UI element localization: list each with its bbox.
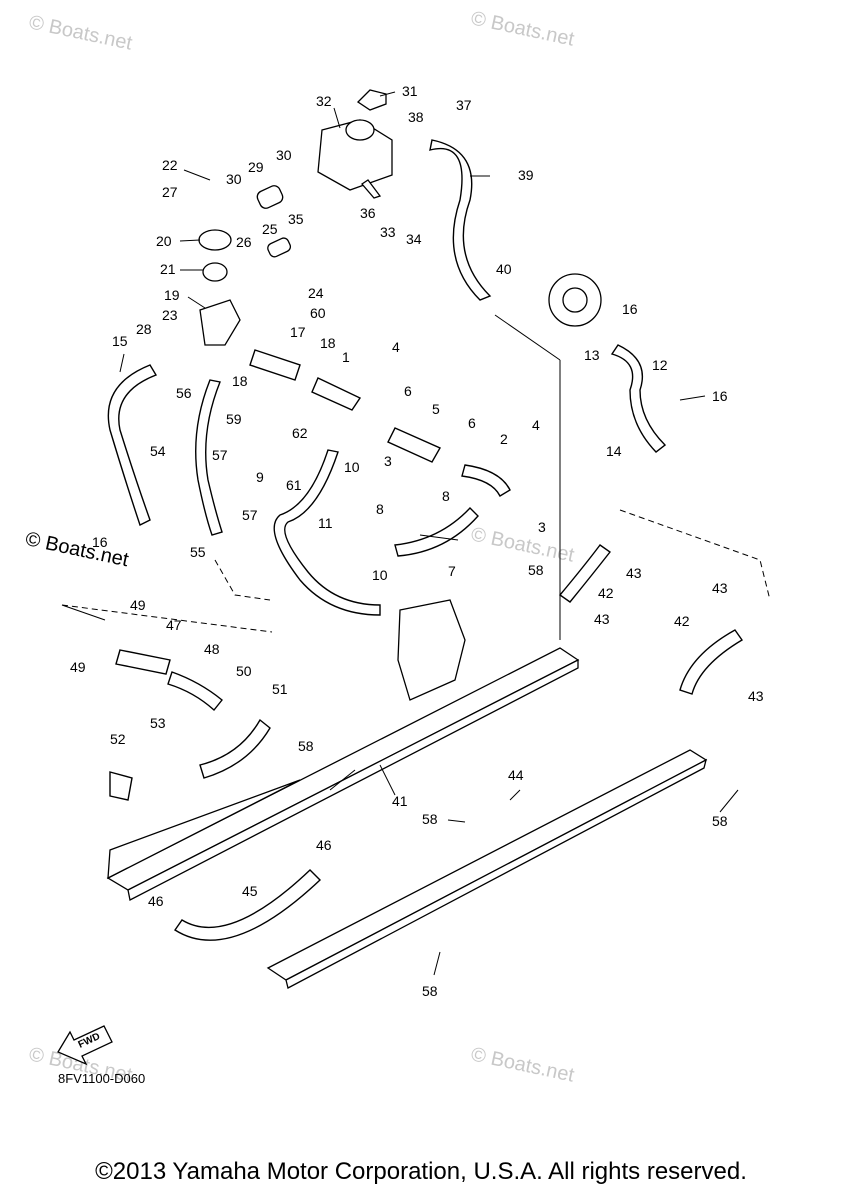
callout-56: 56: [176, 385, 192, 401]
watermark-top-left: © Boats.net: [27, 11, 135, 54]
callout-4-b: 4: [532, 417, 540, 433]
callout-6-a: 6: [404, 383, 412, 399]
callout-3-b: 3: [538, 519, 546, 535]
callout-59: 59: [226, 411, 242, 427]
callout-13: 13: [584, 347, 600, 363]
callout-43-c: 43: [594, 611, 610, 627]
callout-57-b: 57: [242, 507, 258, 523]
callout-20: 20: [156, 233, 172, 249]
callout-42-a: 42: [598, 585, 614, 601]
callout-16-a: 16: [622, 301, 638, 317]
callout-43-d: 43: [748, 688, 764, 704]
callout-11: 11: [318, 515, 333, 531]
callout-28: 28: [136, 321, 152, 337]
callout-58-e: 58: [422, 983, 438, 999]
callout-32: 32: [316, 93, 332, 109]
callout-53: 53: [150, 715, 166, 731]
callout-1: 1: [342, 349, 350, 365]
callout-7: 7: [448, 563, 456, 579]
callout-labels: 31 32 38 37 30 22 29 30 39 27 36 33 34 3…: [70, 83, 764, 999]
callout-26: 26: [236, 234, 252, 250]
callout-29: 29: [248, 159, 264, 175]
callout-47: 47: [166, 617, 182, 633]
callout-51: 51: [272, 681, 288, 697]
callout-24: 24: [308, 285, 324, 301]
callout-25: 25: [262, 221, 278, 237]
callout-40: 40: [496, 261, 512, 277]
callout-44: 44: [508, 767, 524, 783]
callout-6-b: 6: [468, 415, 476, 431]
watermark-bottom-right: © Boats.net: [469, 1043, 577, 1086]
callout-58-b: 58: [298, 738, 314, 754]
guide-lines: [61, 314, 771, 640]
watermark-top-right: © Boats.net: [469, 7, 577, 50]
callout-50: 50: [236, 663, 252, 679]
callout-8-a: 8: [442, 488, 450, 504]
callout-35: 35: [288, 211, 304, 227]
callout-19: 19: [164, 287, 180, 303]
callout-58-c: 58: [422, 811, 438, 827]
callout-58-a: 58: [528, 562, 544, 578]
callout-61: 61: [286, 477, 302, 493]
callout-42-b: 42: [674, 613, 690, 629]
callout-48: 48: [204, 641, 220, 657]
callout-2: 2: [500, 431, 508, 447]
callout-5: 5: [432, 401, 440, 417]
callout-8-b: 8: [376, 501, 384, 517]
callout-10-a: 10: [344, 459, 360, 475]
callout-36: 36: [360, 205, 376, 221]
callout-21: 21: [160, 261, 176, 277]
callout-9: 9: [256, 469, 264, 485]
callout-15: 15: [112, 333, 128, 349]
callout-62: 62: [292, 425, 308, 441]
diagram-code: 8FV1100-D060: [58, 1071, 146, 1086]
hoses: [107, 139, 744, 941]
callout-16-c: 16: [92, 534, 108, 550]
callout-14: 14: [606, 443, 622, 459]
callout-55: 55: [190, 544, 206, 560]
callout-54: 54: [150, 443, 166, 459]
callout-38: 38: [408, 109, 424, 125]
callout-33: 33: [380, 224, 396, 240]
callout-58-d: 58: [712, 813, 728, 829]
callout-43-a: 43: [626, 565, 642, 581]
callout-27: 27: [162, 184, 178, 200]
callout-52: 52: [110, 731, 126, 747]
callout-4-a: 4: [392, 339, 400, 355]
leader-lines: [119, 91, 739, 976]
callout-43-b: 43: [712, 580, 728, 596]
coolant-tank: [317, 89, 393, 199]
callout-57-a: 57: [212, 447, 228, 463]
callout-34: 34: [406, 231, 422, 247]
callout-3-a: 3: [384, 453, 392, 469]
callout-31: 31: [402, 83, 418, 99]
copyright-notice: ©2013 Yamaha Motor Corporation, U.S.A. A…: [95, 1158, 747, 1185]
callout-41: 41: [392, 793, 408, 809]
callout-46-b: 46: [148, 893, 164, 909]
callout-46-a: 46: [316, 837, 332, 853]
thermostat-group: [198, 185, 292, 346]
callout-30-b: 30: [226, 171, 242, 187]
callout-22: 22: [162, 157, 178, 173]
callout-16-b: 16: [712, 388, 728, 404]
callout-45: 45: [242, 883, 258, 899]
callout-12: 12: [652, 357, 668, 373]
callout-18-b: 18: [232, 373, 248, 389]
callout-23: 23: [162, 307, 178, 323]
callout-60: 60: [310, 305, 326, 321]
callout-49-b: 49: [70, 659, 86, 675]
callout-49-a: 49: [130, 597, 146, 613]
water-pump: [397, 273, 602, 701]
callout-37: 37: [456, 97, 472, 113]
callout-39: 39: [518, 167, 534, 183]
heat-exchanger-rails: [106, 647, 708, 989]
callout-18-a: 18: [320, 335, 336, 351]
fwd-arrow: FWD: [57, 1025, 113, 1066]
callout-17: 17: [290, 324, 306, 340]
callout-10-b: 10: [372, 567, 388, 583]
callout-30-a: 30: [276, 147, 292, 163]
